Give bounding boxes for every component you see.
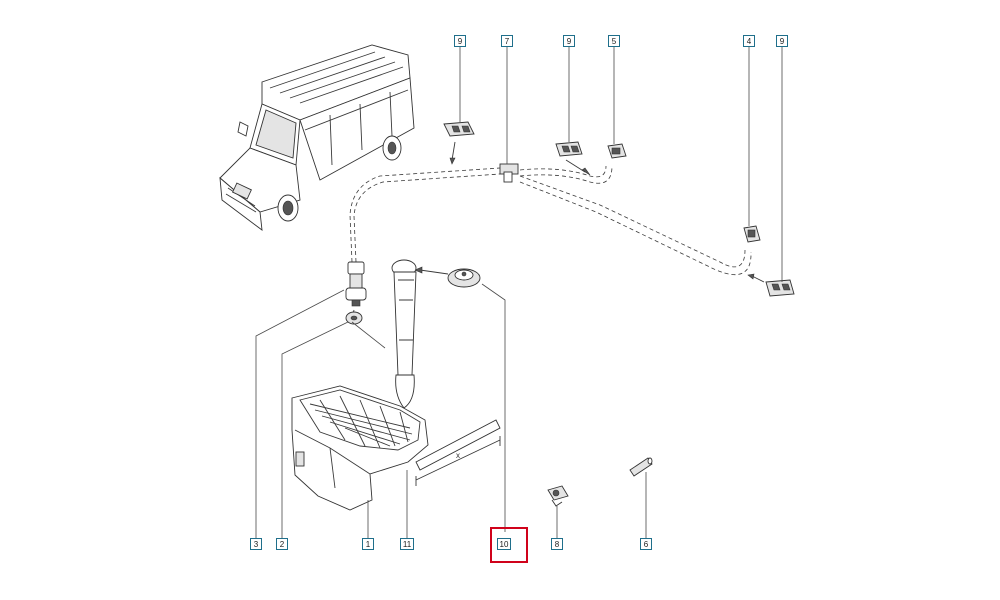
- callout-5[interactable]: 5: [608, 35, 620, 47]
- clip-4: [743, 225, 761, 243]
- hose-connector: [629, 457, 653, 477]
- dimension-label: x: [456, 451, 460, 460]
- pump-grommet: [345, 311, 363, 325]
- van-illustration: [219, 44, 415, 231]
- hose-joint-part: [499, 163, 519, 183]
- dimension-bar: x: [415, 419, 501, 486]
- callout-3[interactable]: 3: [250, 538, 262, 550]
- callout-9-a[interactable]: 9: [454, 35, 466, 47]
- filler-neck: [391, 259, 417, 409]
- filler-cap: [447, 268, 481, 288]
- callout-7[interactable]: 7: [501, 35, 513, 47]
- hose-clamp: [547, 485, 569, 507]
- washer-pump: [345, 261, 367, 307]
- nozzle-9-a: [443, 121, 475, 137]
- nozzle-9-b: [555, 141, 583, 157]
- washer-hoses: [349, 165, 752, 275]
- nozzle-9-c: [765, 279, 795, 297]
- callout-2[interactable]: 2: [276, 538, 288, 550]
- callout-9-b[interactable]: 9: [563, 35, 575, 47]
- leader-lines: [255, 47, 783, 538]
- callout-1[interactable]: 1: [362, 538, 374, 550]
- callout-8[interactable]: 8: [551, 538, 563, 550]
- callout-4[interactable]: 4: [743, 35, 755, 47]
- callout-6[interactable]: 6: [640, 538, 652, 550]
- washer-reservoir: [291, 385, 429, 511]
- selected-part-highlight: [490, 527, 528, 563]
- callout-10[interactable]: 10: [497, 538, 511, 550]
- callout-9-c[interactable]: 9: [776, 35, 788, 47]
- clip-5: [607, 143, 627, 159]
- callout-11[interactable]: 11: [400, 538, 414, 550]
